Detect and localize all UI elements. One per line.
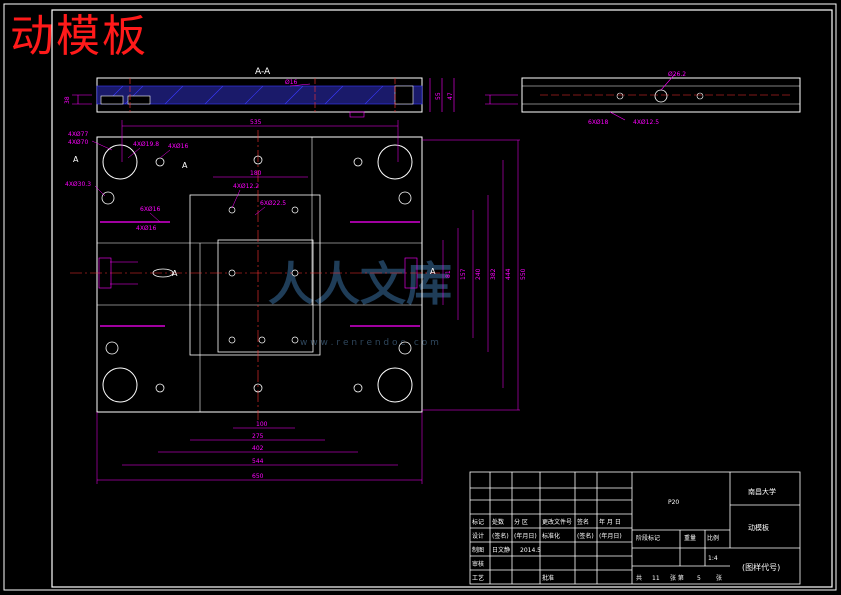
dim-h-55: 55 [435,92,442,100]
row1-role: 制图 [472,546,484,554]
callout-4x30-3: 4XØ30.3 [65,181,91,188]
stage-label: 阶段标记 [636,534,660,542]
row3-role2: 批准 [542,574,554,582]
part-name: P20 [668,499,679,506]
dim-4x12-5: 4XØ12.5 [633,119,659,126]
section-mark-side: A [430,267,436,276]
callout-4x19-8: 4XØ19.8 [133,141,159,148]
callout-4x12-2: 4XØ12.2 [233,183,259,190]
row1-name: 日文静 [492,546,510,554]
weight-label: 重量 [684,534,696,542]
sheets-total-label: 共 [636,574,642,582]
dim-275: 275 [252,433,264,440]
dim-544: 544 [252,458,264,465]
rev-label-3: 更改文件号 [542,518,572,526]
dim-240: 240 [475,268,482,280]
dim-81: 81 [445,270,452,278]
section-mark-left: A [73,155,79,164]
title-block-text: P20 南昌大学 动模板 (图样代号) 比例 1:4 重量 阶段标记 标记 处数… [472,487,780,582]
inner-frame [51,9,833,588]
scale-value: 1:4 [708,555,718,562]
watermark: 人人文库 w w w . r e n r e n d o c . c o m [268,257,452,348]
dim-550: 550 [520,268,527,280]
watermark-url: w w w . r e n r e n d o c . c o m [300,338,439,348]
row0-name2: (签名) [577,532,594,540]
dim-h-38: 38 [64,96,71,104]
rev-label-5: 年 月 日 [599,518,621,526]
sheets-total: 11 [652,575,660,582]
plan-view: A A A A 4XØ77 4XØ70 4XØ19.8 4XØ16 4XØ30.… [65,119,527,484]
callout-4x16: 4XØ16 [168,143,188,150]
sheets-sheet-label: 张 第 [670,574,684,582]
dim-100: 100 [256,421,268,428]
outer-frame [3,3,837,591]
callout-6x16: 6XØ16 [140,206,160,213]
sheets-end-label: 张 [716,574,722,582]
row0-date2: (年月日) [599,532,622,540]
dim-dia-26-2: Ø26.2 [668,71,686,78]
callout-4x16-b: 4XØ16 [136,225,156,232]
dim-dia-16: Ø16 [285,79,298,86]
section-mark-center: A [172,269,178,278]
dim-444: 444 [505,268,512,280]
row0-role: 设计 [472,532,484,540]
dim-h-47: 47 [447,92,454,100]
dim-180: 180 [250,170,262,177]
dim-535: 535 [250,119,262,126]
callout-4x77: 4XØ77 [68,131,88,138]
rev-label-0: 标记 [472,518,484,526]
watermark-text: 人人文库 [268,257,452,311]
rev-label-1: 处数 [492,518,504,526]
section-label: A-A [255,67,271,77]
section-mark-right: A [182,161,188,170]
school-name: 南昌大学 [748,487,776,496]
row3-role: 工艺 [472,574,484,582]
row0-date: (年月日) [514,532,537,540]
row2-role: 审核 [472,560,484,568]
row0-name: (签名) [492,532,509,540]
callout-4x70: 4XØ70 [68,139,88,146]
dim-382: 382 [490,268,497,280]
row0-role2: 标准化 [542,532,560,540]
drawing-title: 动模板 [10,11,148,62]
drawing-name: 动模板 [748,523,769,532]
side-view: Ø26.2 6XØ18 4XØ12.5 [485,71,801,126]
sheets-sheet: 5 [697,575,701,582]
scale-label: 比例 [707,534,719,542]
section-view: A-A Ø16 38 55 47 [64,67,455,118]
title-block [469,471,801,585]
rev-label-4: 签名 [577,518,589,526]
dim-157: 157 [460,268,467,280]
dim-650: 650 [252,473,264,480]
dim-6x18: 6XØ18 [588,119,608,126]
rev-label-2: 分 区 [514,518,528,526]
row1-date: 2014.5 [520,547,541,554]
dim-402: 402 [252,445,264,452]
callout-6x22-5: 6XØ22.5 [260,200,286,207]
drawing-number: (图样代号) [742,562,780,572]
